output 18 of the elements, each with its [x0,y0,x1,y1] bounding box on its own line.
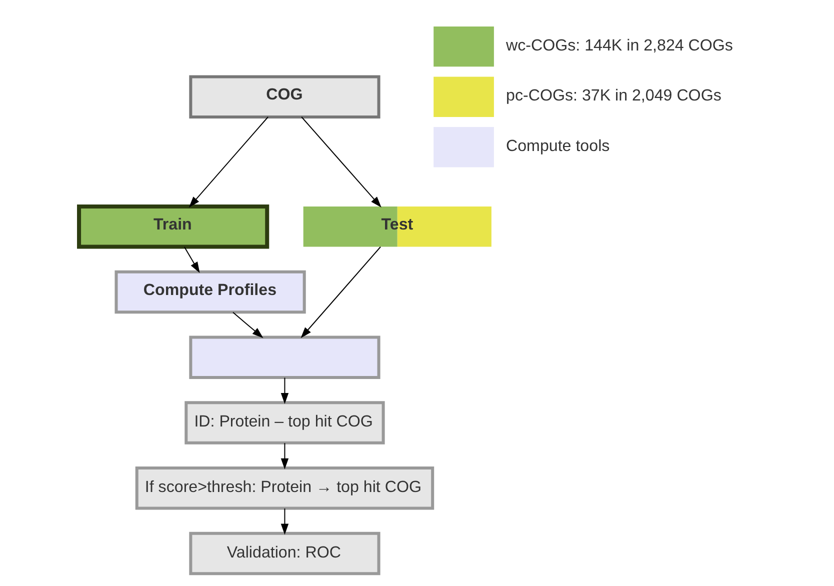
node-box: Train [76,204,269,249]
arrow [300,246,380,338]
legend-label: wc-COGs: 144K in 2,824 COGs [506,36,732,54]
arrow [280,443,288,470]
arrow [300,116,381,208]
node-box: If score>thresh: Protein → top hit COG [134,466,434,510]
arrow [280,378,288,404]
arrow [184,246,200,274]
node-box: Validation: ROC [188,532,380,576]
node-box: Compute Profiles [114,270,306,314]
legend-label: Compute tools [506,136,610,155]
legend-label: pc-COGs: 37K in 2,049 COGs [506,86,721,105]
node-box: ID: Protein – top hit COG [184,401,384,444]
node-box [188,336,380,379]
arrow [188,116,268,208]
arrow [232,312,263,338]
node-box: COG [188,75,380,118]
arrow [280,508,288,535]
